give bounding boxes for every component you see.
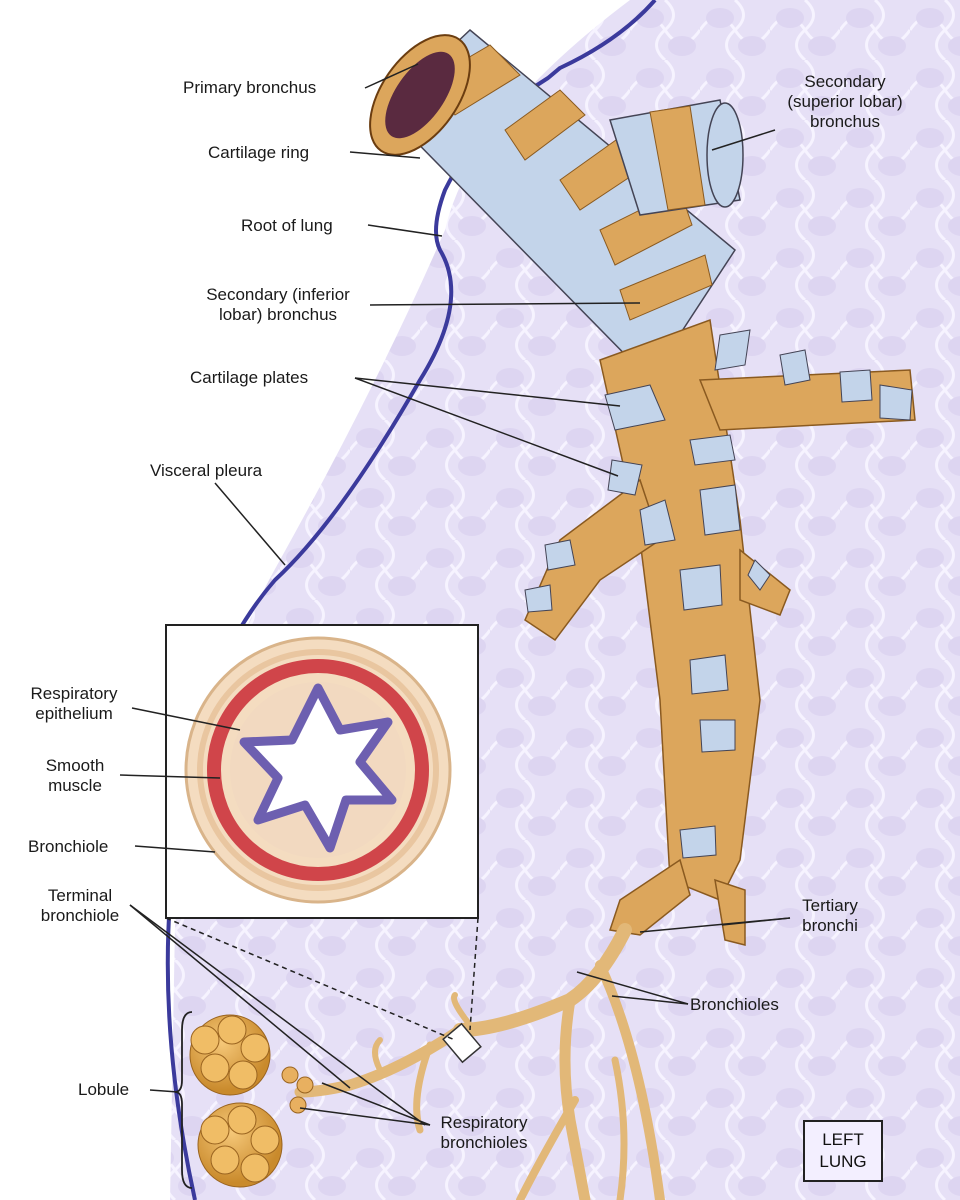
label-respiratory-bronchioles: Respiratory bronchioles xyxy=(428,1113,540,1153)
label-lobule: Lobule xyxy=(78,1080,130,1099)
primary-bronchus-tube xyxy=(369,28,736,382)
label-secondary-superior-bronchus: Secondary (superior lobar) bronchus xyxy=(770,72,920,132)
label-bronchiole: Bronchiole xyxy=(28,837,109,856)
label-tertiary-bronchi: Tertiary bronchi xyxy=(790,896,870,936)
left-lung-badge: LEFT LUNG xyxy=(803,1120,883,1182)
label-cartilage-plates: Cartilage plates xyxy=(190,368,309,387)
label-respiratory-epithelium: Respiratory epithelium xyxy=(12,684,136,724)
label-line: Terminal xyxy=(47,886,113,905)
label-line: muscle xyxy=(48,776,102,795)
bronchioles-tree xyxy=(294,923,665,1200)
label-line: Tertiary xyxy=(802,896,858,915)
label-line: Smooth xyxy=(45,756,105,775)
bronchiole-cross-section-inset xyxy=(165,624,479,919)
label-line: Respiratory xyxy=(440,1113,528,1132)
label-line: epithelium xyxy=(35,704,113,723)
label-line: Respiratory xyxy=(30,684,118,703)
label-line: lobar) bronchus xyxy=(218,305,338,324)
epithelium-star xyxy=(239,683,397,853)
terminal-bronchiole-cuff xyxy=(442,1022,482,1064)
inset-zoom-lines xyxy=(165,917,479,1041)
cartilage-plates xyxy=(524,329,913,859)
label-terminal-bronchiole: Terminal bronchiole xyxy=(22,886,138,926)
alveolar-lobules xyxy=(189,1014,314,1188)
label-line: bronchus xyxy=(810,112,880,131)
secondary-superior-bronchus xyxy=(609,99,744,216)
badge-line: LUNG xyxy=(819,1152,867,1171)
label-line: bronchioles xyxy=(440,1133,528,1152)
leader-lines xyxy=(119,63,791,1126)
label-line: (superior lobar) xyxy=(787,92,903,111)
label-line: Secondary (inferior xyxy=(206,285,350,304)
label-line: bronchiole xyxy=(40,906,120,925)
label-cartilage-ring: Cartilage ring xyxy=(208,143,310,162)
badge-line: LEFT xyxy=(822,1130,864,1149)
label-bronchioles: Bronchioles xyxy=(690,995,779,1014)
label-primary-bronchus: Primary bronchus xyxy=(183,78,317,97)
label-smooth-muscle: Smooth muscle xyxy=(30,756,120,796)
label-visceral-pleura: Visceral pleura xyxy=(150,461,263,480)
label-line: Secondary xyxy=(804,72,886,91)
label-root-of-lung: Root of lung xyxy=(241,216,333,235)
label-line: bronchi xyxy=(802,916,858,935)
label-secondary-inferior-bronchus: Secondary (inferior lobar) bronchus xyxy=(186,285,370,325)
